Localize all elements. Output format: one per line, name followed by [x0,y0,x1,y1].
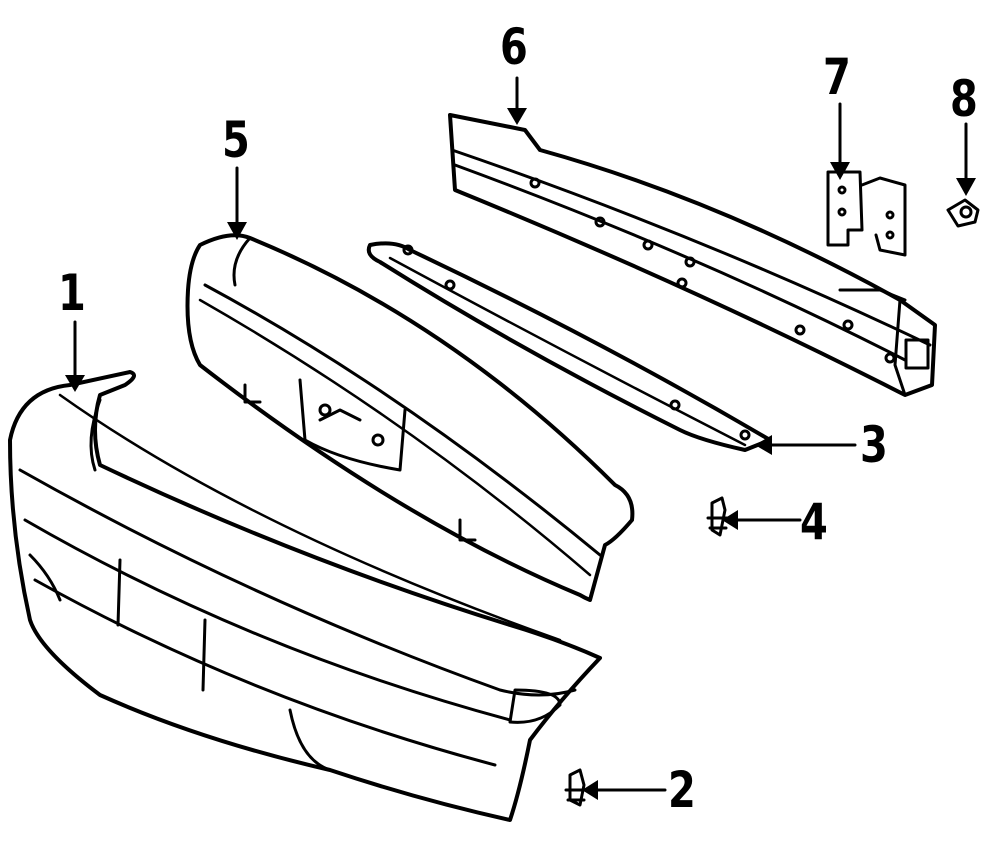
bracket-part [826,170,907,257]
nut-part [946,198,980,228]
impact-bar-part [448,113,937,397]
callout-5: 5 [222,111,250,169]
callout-1: 1 [58,264,86,322]
arrowheads [65,108,976,800]
bolt-part-2 [564,768,588,807]
callout-4: 4 [800,493,828,551]
bolt-part-4 [706,496,730,537]
leader-lines [73,76,968,792]
callout-8: 8 [950,70,978,128]
callout-3: 3 [860,416,888,474]
reinforcement-strip-part [366,241,772,452]
energy-absorber-part [185,233,635,602]
callout-7: 7 [823,48,851,106]
callout-2: 2 [668,761,696,819]
bumper-cover-part [8,370,602,822]
callout-6: 6 [500,18,528,76]
